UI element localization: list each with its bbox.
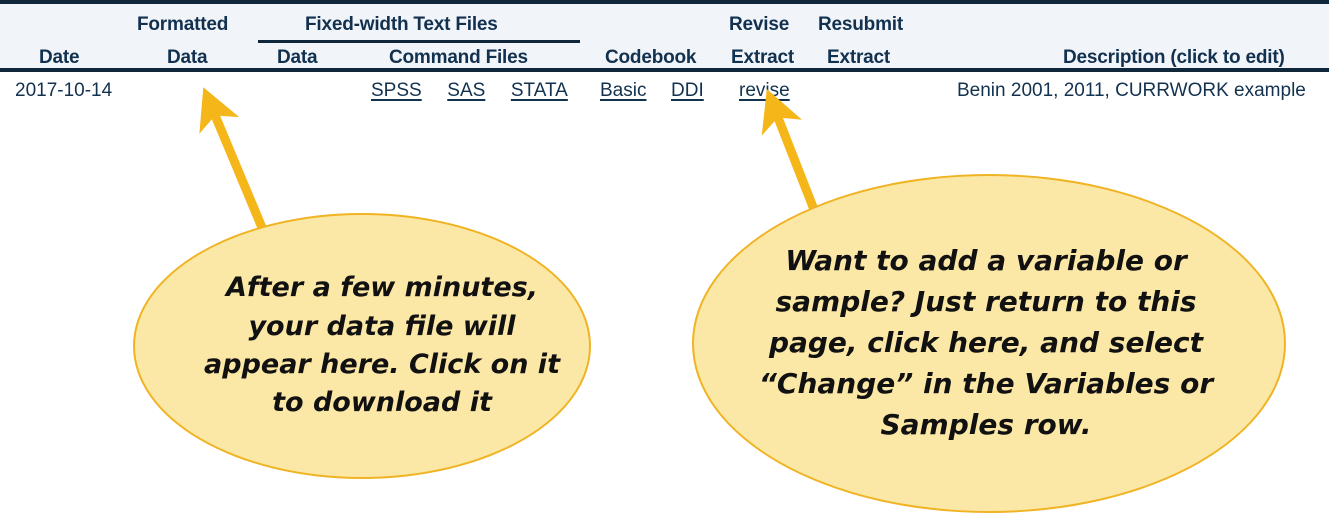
column-group-resubmit: Resubmit: [818, 14, 903, 35]
column-group-revise: Revise: [729, 14, 790, 35]
cell-description[interactable]: Benin 2001, 2011, CURRWORK example: [957, 80, 1306, 101]
callout-revise-text: Want to add a variable or sample? Just r…: [758, 244, 1214, 441]
column-header-command-files: Command Files: [389, 47, 528, 68]
link-codebook-basic[interactable]: Basic: [600, 80, 647, 101]
link-revise[interactable]: revise: [739, 80, 790, 101]
cell-codebook: Basic DDI: [600, 81, 704, 100]
extract-requests-table: Formatted Fixed-width Text Files Revise …: [0, 0, 1329, 106]
callout-revise-bubble: Want to add a variable or sample? Just r…: [692, 174, 1286, 513]
cell-command-files: SPSS SAS STATA: [371, 81, 568, 100]
column-group-rule: [258, 40, 580, 43]
column-header-date: Date: [39, 47, 80, 68]
cell-date: 2017-10-14: [15, 80, 113, 101]
column-header-description: Description (click to edit): [1063, 47, 1285, 68]
link-stata[interactable]: STATA: [510, 80, 568, 101]
callout-arrow-to-formatted-data: [199, 87, 268, 232]
column-header-resubmit-extract: Extract: [827, 47, 891, 68]
link-sas[interactable]: SAS: [447, 80, 486, 101]
column-header-fixed-width-data: Data: [277, 47, 318, 68]
column-group-formatted: Formatted: [137, 14, 229, 35]
column-group-fixed-width-text-files: Fixed-width Text Files: [305, 14, 498, 35]
cell-revise-extract: revise: [739, 81, 790, 100]
table-header: Formatted Fixed-width Text Files Revise …: [0, 0, 1329, 72]
column-header-codebook: Codebook: [605, 47, 697, 68]
link-codebook-ddi[interactable]: DDI: [671, 80, 704, 101]
callout-data-file-bubble: After a few minutes, your data file will…: [133, 213, 591, 479]
link-spss[interactable]: SPSS: [371, 80, 422, 101]
table-row: 2017-10-14 SPSS SAS STATA Basic DDI revi…: [0, 72, 1329, 106]
callout-data-file-text: After a few minutes, your data file will…: [204, 272, 560, 419]
column-header-revise-extract: Extract: [731, 47, 795, 68]
column-header-formatted-data: Data: [167, 47, 208, 68]
